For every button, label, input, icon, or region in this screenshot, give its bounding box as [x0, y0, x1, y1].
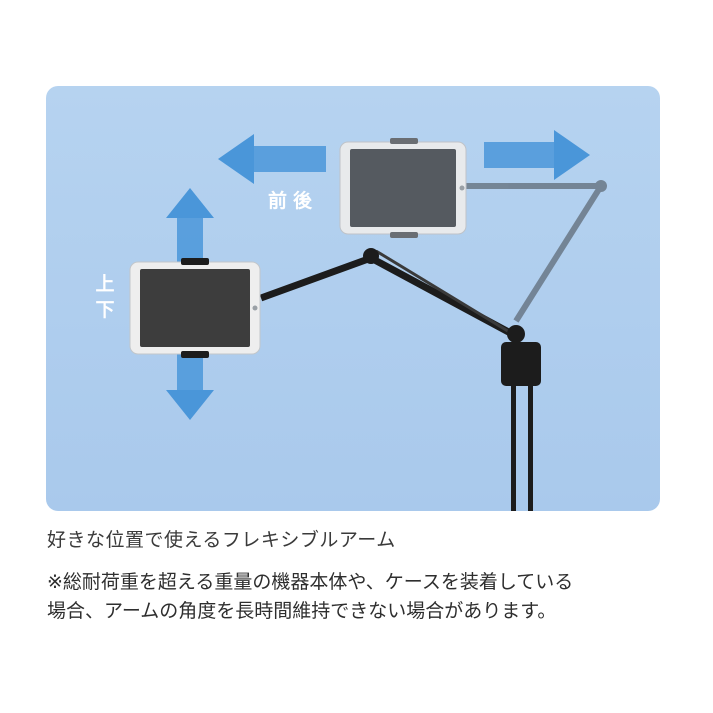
left-right-arrow-icon [218, 130, 590, 184]
front-back-label: 前後 [268, 190, 319, 212]
up-label: 上 [95, 273, 115, 295]
tablet-back-position [339, 138, 467, 238]
stand [259, 248, 541, 511]
disclaimer-note: ※総耐荷重を超える重量の機器本体や、ケースを装着している 場合、アームの角度を長… [47, 568, 573, 626]
up-down-label: 上 下 [94, 271, 116, 323]
note-line-1: ※総耐荷重を超える重量の機器本体や、ケースを装着している [47, 571, 574, 593]
flexible-arm-illustration [129, 130, 607, 511]
product-illustration-panel: 前後 上 下 [46, 86, 660, 511]
ghost-arm [466, 180, 607, 323]
note-line-2: 場合、アームの角度を長時間維持できない場合があります。 [47, 600, 557, 622]
up-down-arrow-icon [166, 188, 214, 420]
tablet-front-position [129, 258, 261, 358]
caption: 好きな位置で使えるフレキシブルアーム [47, 529, 396, 551]
down-label: 下 [95, 299, 115, 321]
